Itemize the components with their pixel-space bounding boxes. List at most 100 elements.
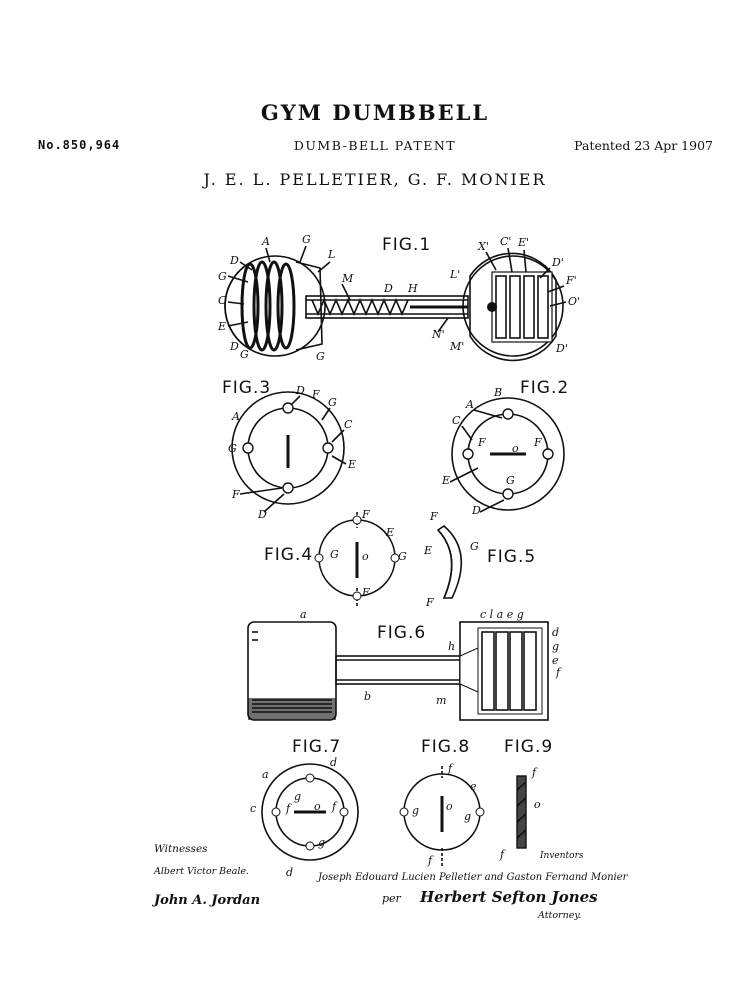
figure-2-label: FIG.2 xyxy=(520,378,569,398)
figure-5-segment: FIG.5 F E G F xyxy=(423,510,536,609)
svg-text:G: G xyxy=(506,474,515,487)
svg-text:E: E xyxy=(423,544,432,557)
svg-text:E: E xyxy=(385,526,394,539)
svg-text:f: f xyxy=(331,800,338,813)
attorney-label: Attorney. xyxy=(537,910,581,921)
figure-1-label: FIG.1 xyxy=(382,235,431,255)
svg-text:m: m xyxy=(436,694,446,707)
svg-text:f: f xyxy=(447,762,454,775)
inventor-signatures: Joseph Edouard Lucien Pelletier and Gast… xyxy=(316,872,629,883)
svg-text:H: H xyxy=(407,282,418,295)
svg-text:F: F xyxy=(477,436,486,449)
svg-text:B: B xyxy=(493,386,502,399)
svg-text:G: G xyxy=(398,550,407,563)
svg-text:e: e xyxy=(470,780,477,793)
svg-text:G: G xyxy=(470,540,479,553)
svg-text:F: F xyxy=(361,508,370,521)
svg-text:G: G xyxy=(218,270,227,283)
svg-text:C': C' xyxy=(500,235,511,248)
svg-text:f: f xyxy=(531,766,538,779)
svg-text:G: G xyxy=(330,548,339,561)
svg-text:F: F xyxy=(429,510,438,523)
svg-text:D: D xyxy=(295,384,305,397)
per-label: per xyxy=(382,892,402,905)
page-subtitle: DUMB-BELL PATENT xyxy=(293,138,457,153)
svg-text:f: f xyxy=(555,666,562,679)
svg-text:d: d xyxy=(286,866,293,879)
witnesses-label: Witnesses xyxy=(154,843,208,855)
page-title: GYM DUMBBELL xyxy=(260,100,490,125)
svg-text:E: E xyxy=(347,458,356,471)
svg-text:G: G xyxy=(316,350,325,363)
svg-text:E: E xyxy=(217,320,226,333)
svg-text:F: F xyxy=(311,388,320,401)
svg-text:D': D' xyxy=(551,256,564,269)
svg-text:A: A xyxy=(465,398,474,411)
svg-text:O': O' xyxy=(568,295,580,308)
svg-text:b: b xyxy=(364,690,371,703)
svg-text:g: g xyxy=(464,810,471,823)
patent-number: No.850,964 xyxy=(38,138,121,152)
figure-3-label: FIG.3 xyxy=(222,378,271,398)
inventor-names: J. E. L. PELLETIER, G. F. MONIER xyxy=(203,170,547,189)
svg-text:c l a e g: c l a e g xyxy=(480,608,524,621)
svg-text:g: g xyxy=(294,790,301,803)
svg-text:N': N' xyxy=(431,328,445,341)
svg-text:D: D xyxy=(383,282,393,295)
figure-8-label: FIG.8 xyxy=(421,737,470,757)
svg-text:D: D xyxy=(257,508,267,521)
figure-7-label: FIG.7 xyxy=(292,737,341,757)
svg-text:L': L' xyxy=(449,268,460,281)
svg-text:G: G xyxy=(240,348,249,361)
svg-text:g: g xyxy=(318,836,325,849)
svg-text:o: o xyxy=(534,798,541,811)
figure-4-label: FIG.4 xyxy=(264,545,313,565)
svg-text:h: h xyxy=(448,640,455,653)
svg-text:f: f xyxy=(285,802,292,815)
svg-text:M: M xyxy=(341,272,354,285)
svg-text:F: F xyxy=(533,436,542,449)
svg-text:E: E xyxy=(441,474,450,487)
svg-text:X': X' xyxy=(477,240,489,253)
svg-text:F: F xyxy=(361,586,370,599)
svg-text:L: L xyxy=(327,248,335,261)
svg-text:F: F xyxy=(425,596,434,609)
figure-8-plate: FIG.8 feg ogf xyxy=(399,737,485,867)
inventors-label: Inventors xyxy=(539,851,584,861)
witness-1-signature: Albert Victor Beale. xyxy=(153,866,249,877)
witness-2-signature: John A. Jordan xyxy=(151,893,260,908)
figure-9-segment: FIG.9 f o f xyxy=(499,737,553,861)
attorney-signature: Herbert Sefton Jones xyxy=(419,888,598,906)
svg-text:d: d xyxy=(330,756,337,769)
svg-text:g: g xyxy=(412,804,419,817)
svg-text:G: G xyxy=(328,396,337,409)
svg-text:f: f xyxy=(499,848,506,861)
svg-text:C: C xyxy=(452,414,461,427)
svg-text:c: c xyxy=(250,802,256,815)
svg-text:f: f xyxy=(427,854,434,867)
svg-text:D: D xyxy=(229,340,239,353)
svg-text:C: C xyxy=(344,418,353,431)
svg-text:o: o xyxy=(314,800,321,813)
figure-9-label: FIG.9 xyxy=(504,737,553,757)
svg-text:A: A xyxy=(231,410,240,423)
svg-text:D: D xyxy=(471,504,481,517)
svg-text:A: A xyxy=(261,235,270,248)
patent-date: Patented 23 Apr 1907 xyxy=(574,138,713,153)
svg-text:e: e xyxy=(552,654,559,667)
signature-block: Witnesses Albert Victor Beale. John A. J… xyxy=(151,843,629,921)
svg-text:G: G xyxy=(228,442,237,455)
svg-text:D': D' xyxy=(555,342,568,355)
svg-text:a: a xyxy=(300,608,307,621)
svg-text:o: o xyxy=(512,442,519,455)
figure-5-label: FIG.5 xyxy=(487,547,536,567)
svg-text:F': F' xyxy=(565,274,577,287)
svg-text:o: o xyxy=(362,550,369,563)
figure-6-label: FIG.6 xyxy=(377,623,426,643)
